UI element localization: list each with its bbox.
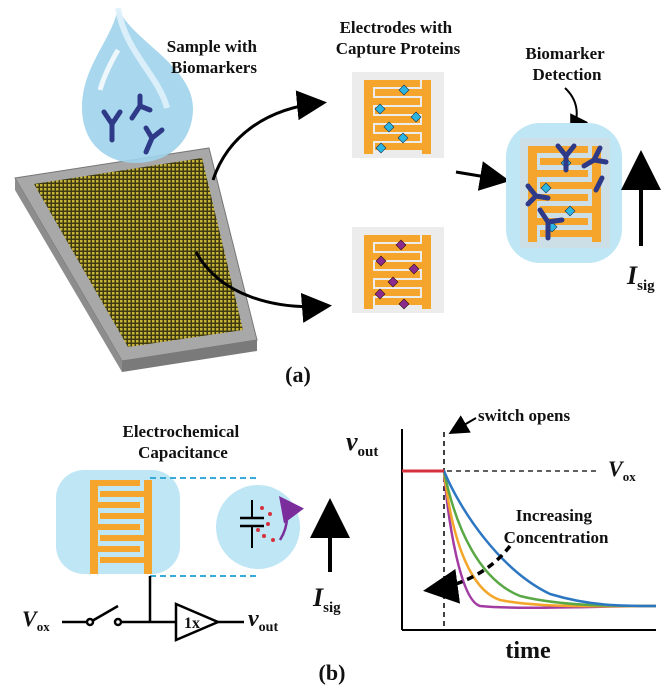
arrow-to-detection [455, 161, 510, 191]
switch-icon [91, 604, 119, 623]
curve-blue [402, 469, 657, 608]
sensor-chip [14, 147, 258, 372]
electrode-cyan-capture [352, 72, 444, 158]
sample-droplet [82, 7, 193, 163]
arrow-to-purple-electrode [194, 251, 332, 323]
vox-label-circuit: Vox [22, 606, 50, 634]
caption-a: (a) [285, 362, 311, 387]
electrode-purple-capture [352, 227, 444, 313]
curved-purple-arrow [278, 495, 304, 541]
time-label: time [505, 638, 551, 664]
arrow-to-cyan-electrode [211, 90, 327, 181]
decay-plot [401, 429, 657, 631]
vox-label-plot: Vox [608, 456, 636, 484]
capacitance-label: Electrochemical Capacitance [122, 422, 243, 462]
detection-label: Biomarker Detection [525, 44, 608, 84]
sample-label: Sample with Biomarkers [167, 37, 261, 77]
switch-opens-label: switch opens [478, 406, 570, 425]
vout-label-circuit: vout [248, 606, 278, 635]
bound-antibody-icon [525, 143, 609, 241]
capacitor-zoom [216, 485, 304, 569]
caption-b: (b) [319, 660, 346, 685]
detection-electrode [506, 123, 622, 263]
antibody-icon [101, 93, 165, 155]
concentration-label: Increasing Concentration [504, 506, 609, 547]
concentration-arrow [423, 544, 512, 604]
buffer-label: 1x [184, 615, 200, 632]
circuit [62, 576, 244, 642]
plot-y-label: vout [346, 427, 378, 460]
buffer-icon [174, 602, 222, 642]
isig-label-b: Isig [312, 583, 341, 616]
electrode-array [34, 158, 243, 347]
electrodes-label: Electrodes with Capture Proteins [336, 18, 461, 58]
capacitance-electrode [56, 470, 180, 574]
switch-opens-arrow [448, 415, 477, 435]
isig-label: Isig [626, 261, 655, 294]
